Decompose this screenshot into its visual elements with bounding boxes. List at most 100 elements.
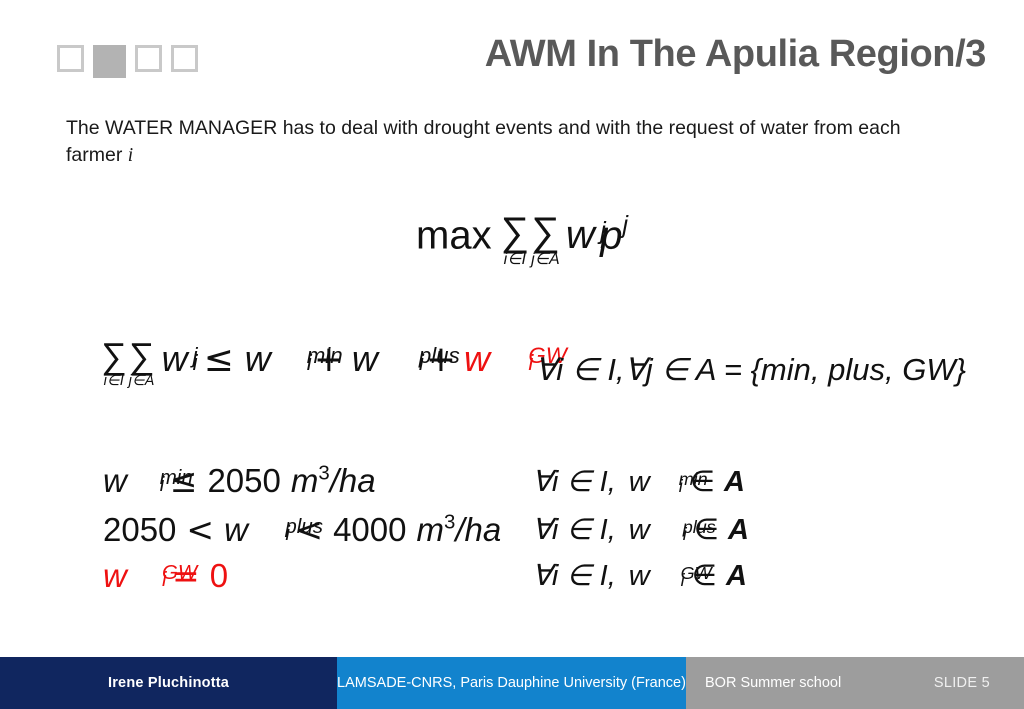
constraint-sum-j: ∑ j∈A bbox=[128, 336, 155, 390]
bound-plus-base: w bbox=[224, 511, 248, 548]
objective-sum-j-limit: j∈A bbox=[531, 250, 560, 268]
decorative-square-1 bbox=[57, 45, 84, 72]
footer-right-block: BOR Summer school SLIDE 5 bbox=[686, 657, 1024, 709]
bound-min-relation: ≤ bbox=[169, 461, 198, 500]
bound-gw-base: w bbox=[103, 557, 127, 594]
objective-w-superscript: j bbox=[600, 218, 606, 246]
bound-gw-subscript: i bbox=[162, 568, 167, 592]
term-min-base: w bbox=[244, 338, 271, 379]
bound-plus-lower-value: 2050 bbox=[103, 511, 177, 548]
bound-plus-w: wplusiplus bbox=[224, 511, 323, 549]
qualifier-gw-base: w bbox=[628, 560, 650, 592]
objective-w-subscript: i bbox=[600, 227, 606, 255]
constraint-term-plus: wplusiplus bbox=[351, 338, 460, 380]
qualifier-plus-subscript: i bbox=[682, 524, 687, 545]
term-plus-subscript: i bbox=[418, 350, 424, 376]
lead-italic-index: i bbox=[127, 145, 134, 166]
sigma-icon: ∑ bbox=[128, 336, 155, 378]
objective-variable-w: wjij bbox=[566, 213, 606, 258]
bound-gw-w: wGWiGW bbox=[103, 557, 197, 595]
footer-event-name: BOR Summer school bbox=[705, 675, 842, 691]
decorative-square-2-filled bbox=[93, 45, 126, 78]
qualifier-gw-w: wGWiGW bbox=[628, 560, 712, 593]
qualifier-gw-forall: ∀i ∈ I, bbox=[532, 560, 616, 592]
qualifier-plus-base: w bbox=[628, 514, 650, 546]
bound-plus-upper-value: 4000 bbox=[333, 511, 407, 548]
qualifier-bound-gw: ∀i ∈ I,wGWiGW∈A bbox=[532, 558, 747, 593]
bound-plus-unit-exponent: 3 bbox=[444, 510, 456, 534]
footer-author-block: Irene Pluchinotta bbox=[0, 657, 337, 709]
constraint-lhs-base: w bbox=[161, 338, 188, 379]
slide-title: AWM In The Apulia Region/3 bbox=[484, 33, 987, 75]
objective-p-base: p bbox=[600, 213, 623, 258]
equation-bound-gw: wGWiGW=0 bbox=[103, 556, 228, 595]
bound-plus-superscript: plus bbox=[285, 515, 323, 539]
qualifier-min-member: ∈ bbox=[689, 464, 715, 498]
qualifier-plus-superscript: plus bbox=[682, 517, 716, 538]
constraint-lhs-subscript: i bbox=[192, 350, 198, 376]
constraint-plus-1: + bbox=[313, 339, 344, 380]
bound-min-superscript: min bbox=[159, 466, 193, 490]
constraint-qualifier: ∀i ∈ I,∀j ∈ A = {min, plus, GW} bbox=[535, 352, 966, 387]
qualifier-plus-w: wplusiplus bbox=[628, 514, 716, 547]
constraint-term-gw: wGWiGW bbox=[464, 338, 567, 380]
term-gw-superscript: GW bbox=[528, 343, 567, 369]
qualifier-min-forall: ∀i ∈ I, bbox=[532, 466, 616, 498]
qualifier-bound-plus: ∀i ∈ I,wplusiplus∈A bbox=[532, 512, 749, 547]
qualifier-bound-min: ∀i ∈ I,wminimin∈A bbox=[532, 464, 745, 499]
bound-plus-unit-denominator: /ha bbox=[455, 511, 502, 548]
bound-min-unit-denominator: /ha bbox=[329, 462, 376, 499]
bound-min-subscript: i bbox=[159, 473, 165, 497]
constraint-plus-2: + bbox=[425, 339, 456, 380]
footer-affiliation-text: LAMSADE-CNRS, Paris Dauphine University … bbox=[337, 675, 686, 691]
bound-gw-relation: = bbox=[172, 556, 200, 595]
objective-sum-i: ∑ i∈I bbox=[501, 212, 530, 268]
qualifier-min-w: wminimin bbox=[628, 466, 708, 499]
decorative-square-3 bbox=[135, 45, 162, 72]
qualifier-min-subscript: i bbox=[678, 476, 683, 497]
bound-plus-subscript: i bbox=[285, 522, 290, 546]
bound-plus-relation-lower: < bbox=[186, 510, 215, 549]
bound-min-value: 2050 bbox=[207, 462, 281, 499]
term-plus-base: w bbox=[351, 338, 378, 379]
constraint-relation: ≤ bbox=[203, 339, 234, 380]
constraint-sum-i-limit: i∈I bbox=[103, 373, 124, 390]
sigma-icon: ∑ bbox=[531, 209, 560, 256]
objective-sum-j: ∑ j∈A bbox=[531, 209, 560, 268]
term-gw-subscript: i bbox=[528, 350, 534, 376]
sigma-icon: ∑ bbox=[101, 336, 127, 378]
qualifier-gw-superscript: GW bbox=[680, 563, 712, 584]
qualifier-gw-subscript: i bbox=[680, 570, 685, 591]
objective-p-superscript: j bbox=[622, 212, 629, 239]
equation-constraint-sum: ∑ i∈I ∑ j∈A wjij≤wminimin+wplusiplus+wGW… bbox=[100, 338, 567, 389]
objective-variable-p: pj bbox=[600, 212, 628, 258]
constraint-lhs-w: wjij bbox=[161, 338, 198, 380]
lead-text: The WATER MANAGER has to deal with droug… bbox=[66, 117, 901, 166]
bound-plus-unit-base: m bbox=[416, 511, 445, 548]
equation-objective: max ∑ i∈I ∑ j∈A wjijpj bbox=[416, 212, 628, 267]
constraint-sum-j-limit: j∈A bbox=[128, 373, 155, 390]
objective-max-operator: max bbox=[416, 213, 492, 258]
term-plus-superscript: plus bbox=[418, 343, 460, 369]
qualifier-plus-set: A bbox=[727, 514, 749, 546]
qualifier-plus-forall: ∀i ∈ I, bbox=[532, 514, 616, 546]
lead-paragraph: The WATER MANAGER has to deal with droug… bbox=[66, 115, 946, 169]
slide-footer: Irene Pluchinotta LAMSADE-CNRS, Paris Da… bbox=[0, 657, 1024, 709]
constraint-term-min: wminimin bbox=[244, 338, 343, 380]
constraint-sum-i: ∑ i∈I bbox=[101, 336, 127, 390]
bound-min-unit-base: m bbox=[290, 462, 319, 499]
bound-min-unit-exponent: 3 bbox=[318, 461, 330, 485]
qualifier-gw-set: A bbox=[725, 560, 747, 592]
bound-gw-superscript: GW bbox=[162, 561, 198, 585]
decorative-square-4 bbox=[171, 45, 198, 72]
footer-author-name: Irene Pluchinotta bbox=[107, 675, 230, 691]
qualifier-gw-member: ∈ bbox=[691, 558, 717, 592]
qualifier-min-superscript: min bbox=[678, 469, 708, 490]
qualifier-plus-member: ∈ bbox=[693, 512, 719, 546]
qualifier-min-base: w bbox=[628, 466, 650, 498]
term-min-superscript: min bbox=[306, 343, 343, 369]
bound-gw-value: 0 bbox=[209, 557, 229, 594]
